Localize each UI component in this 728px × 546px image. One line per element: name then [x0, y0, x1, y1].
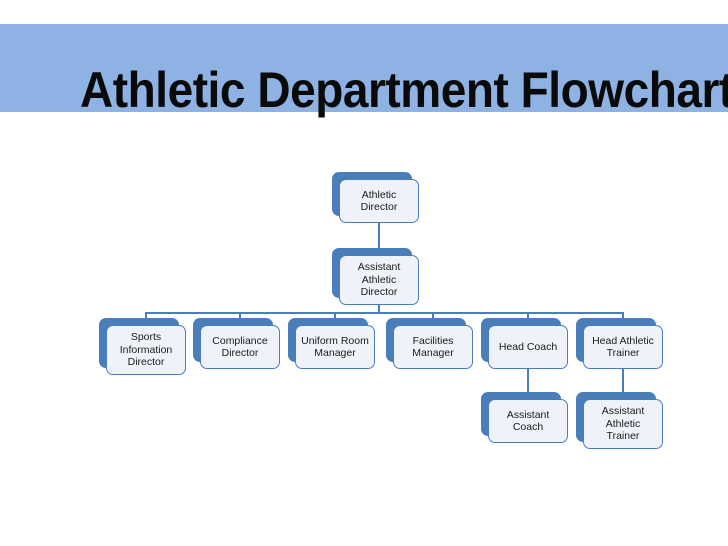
title-banner: Athletic Department Flowchart	[0, 24, 728, 118]
connector-athletic-director-to-assistant-athletic-director	[378, 223, 380, 255]
org-node-uniform-room-manager[interactable]: Uniform Room Manager	[288, 318, 375, 369]
org-node-assistant-athletic-trainer[interactable]: Assistant Athletic Trainer	[576, 392, 663, 449]
node-face: Assistant Coach	[488, 399, 568, 443]
org-node-head-athletic-trainer[interactable]: Head Athletic Trainer	[576, 318, 663, 369]
node-label: Assistant Coach	[506, 408, 550, 434]
node-face: Head Athletic Trainer	[583, 325, 663, 369]
org-node-assistant-athletic-director[interactable]: Assistant Athletic Director	[332, 248, 419, 305]
node-label: Head Athletic Trainer	[592, 334, 654, 360]
node-label: Sports Information Director	[119, 331, 173, 369]
connector-head-athletic-trainer-to-assistant-athletic-trainer	[622, 369, 624, 399]
node-face: Compliance Director	[200, 325, 280, 369]
node-label: Compliance Director	[212, 334, 268, 360]
org-node-assistant-coach[interactable]: Assistant Coach	[481, 392, 568, 443]
page-title: Athletic Department Flowchart	[80, 62, 728, 118]
node-label: Athletic Director	[360, 188, 398, 214]
node-label: Assistant Athletic Trainer	[601, 405, 645, 443]
org-node-facilities-manager[interactable]: Facilities Manager	[386, 318, 473, 369]
node-label: Facilities Manager	[412, 334, 454, 360]
node-face: Assistant Athletic Director	[339, 255, 419, 305]
node-face: Facilities Manager	[393, 325, 473, 369]
node-face: Head Coach	[488, 325, 568, 369]
org-node-compliance-director[interactable]: Compliance Director	[193, 318, 280, 369]
org-node-athletic-director[interactable]: Athletic Director	[332, 172, 419, 223]
node-label: Uniform Room Manager	[301, 334, 369, 360]
connector-head-coach-to-assistant-coach	[527, 369, 529, 399]
node-label: Assistant Athletic Director	[357, 261, 401, 299]
org-node-sports-information-director[interactable]: Sports Information Director	[99, 318, 186, 375]
node-face: Sports Information Director	[106, 325, 186, 375]
connector-bus-assistant-athletic-director	[145, 312, 624, 314]
node-face: Athletic Director	[339, 179, 419, 223]
connector-trunk-assistant-athletic-director	[378, 305, 380, 314]
node-face: Assistant Athletic Trainer	[583, 399, 663, 449]
org-node-head-coach[interactable]: Head Coach	[481, 318, 568, 369]
node-face: Uniform Room Manager	[295, 325, 375, 369]
node-label: Head Coach	[498, 340, 558, 353]
